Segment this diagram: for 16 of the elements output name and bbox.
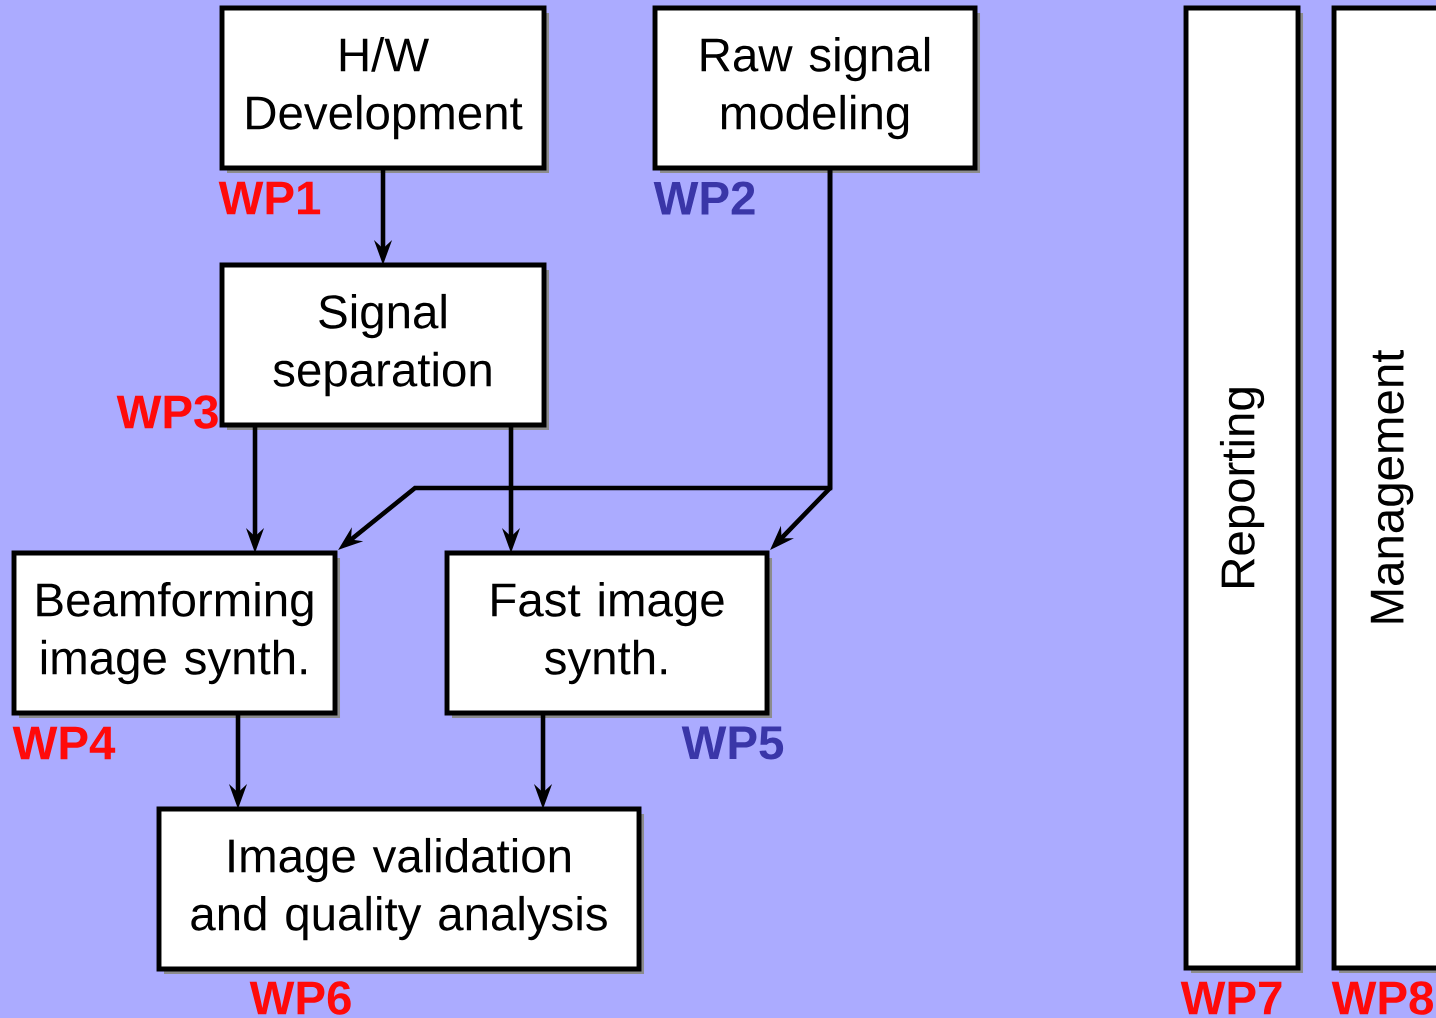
process-box: Raw signal modeling <box>652 5 980 173</box>
work-package-label: WP6 <box>249 981 351 1015</box>
work-package-label: WP3 <box>116 395 218 429</box>
work-package-label: WP2 <box>653 181 755 215</box>
process-box: Signal separation <box>219 262 549 430</box>
work-package-label: WP5 <box>681 726 784 760</box>
process-box: Beamforming image synth. <box>11 550 340 718</box>
work-package-label: WP1 <box>218 181 321 215</box>
column-box: Management <box>1331 5 1436 973</box>
work-package-label: WP8 <box>1331 981 1433 1015</box>
process-box: Image validation and quality analysis <box>156 806 644 974</box>
work-package-label: WP7 <box>1180 981 1282 1015</box>
work-package-label: WP4 <box>12 726 116 760</box>
process-box: H/W Development <box>219 5 549 173</box>
process-box: Fast image synth. <box>444 550 772 718</box>
column-box: Reporting <box>1183 5 1304 973</box>
